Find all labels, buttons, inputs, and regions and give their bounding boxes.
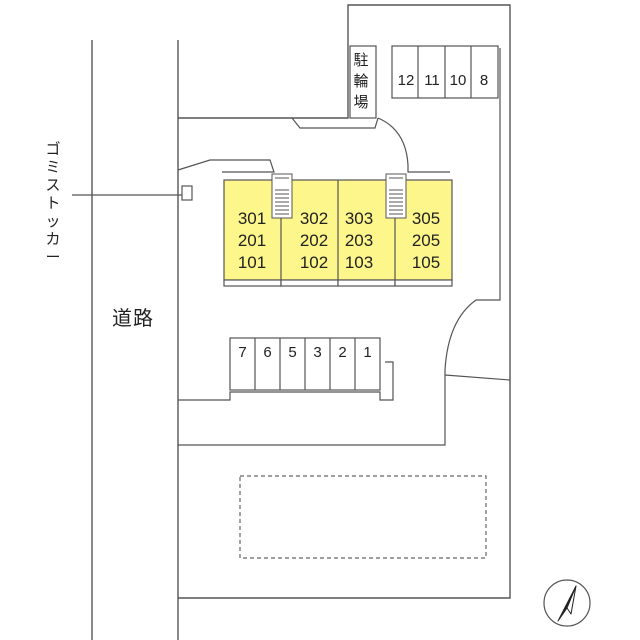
balcony-strip <box>223 279 453 287</box>
site-boundary <box>177 4 511 640</box>
dashed-area <box>239 475 487 559</box>
parking-space: 7 <box>238 344 247 361</box>
unit-column: 305 205 105 <box>399 208 453 274</box>
parking-space: 3 <box>313 344 322 361</box>
room-number: 205 <box>411 231 441 250</box>
unit-column: 303 203 103 <box>332 208 386 274</box>
bike-parking-label: 駐輪場 <box>353 51 369 111</box>
entry-curve <box>291 117 450 173</box>
room-number: 202 <box>299 231 329 250</box>
room-number: 301 <box>237 209 267 228</box>
parking-mid-stalls <box>229 337 381 391</box>
stairs-left <box>271 173 293 219</box>
room-number: 201 <box>237 231 267 250</box>
room-number: 303 <box>344 209 374 228</box>
parking-space: 5 <box>288 344 297 361</box>
road-label: 道路 <box>112 306 154 330</box>
unit-column: 302 202 102 <box>287 208 341 274</box>
room-number: 302 <box>299 209 329 228</box>
room-number: 203 <box>344 231 374 250</box>
parking-top-stalls <box>391 45 499 99</box>
room-number: 101 <box>237 253 267 272</box>
room-number: 102 <box>299 253 329 272</box>
bike-parking-box <box>349 45 377 119</box>
stairs-right <box>385 173 407 219</box>
room-number: 103 <box>344 253 374 272</box>
parking-space: 12 <box>397 72 415 89</box>
room-number: 305 <box>411 209 441 228</box>
parking-space: 11 <box>424 72 440 89</box>
garbage-stocker-box <box>181 185 193 201</box>
parking-space: 10 <box>449 72 467 89</box>
garbage-stocker-label: ゴミストッカー <box>45 140 61 266</box>
driveway-outline <box>178 48 511 446</box>
building-surround <box>177 159 275 173</box>
parking-space: 8 <box>479 72 489 89</box>
parking-space: 6 <box>263 344 272 361</box>
room-number: 105 <box>411 253 441 272</box>
unit-column: 301 201 101 <box>225 208 279 274</box>
parking-space: 1 <box>363 344 372 361</box>
north-arrow-icon <box>543 579 591 627</box>
parking-space: 2 <box>338 344 347 361</box>
